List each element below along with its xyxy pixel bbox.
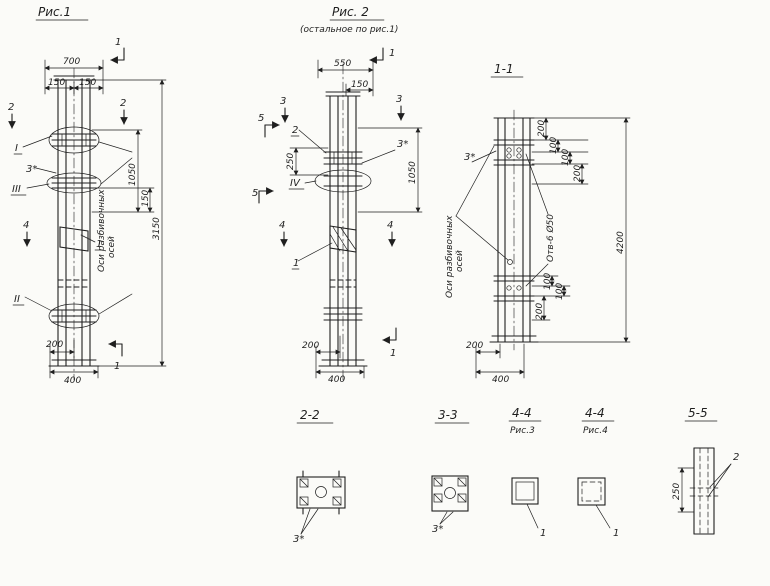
fig2-cut-4-left: 4	[279, 220, 285, 231]
sec44b-profile	[577, 477, 606, 506]
sec44a-label-1: 1	[540, 528, 546, 539]
fig1-cut-marks: 1 2 2 4 1	[8, 37, 128, 372]
sec11-axis-note-line2: осей	[455, 250, 465, 272]
fig2-subtitle: (остальное по рис.1)	[300, 25, 398, 35]
fig1-detail-oval-III	[46, 172, 102, 194]
fig2-dim-550: 550	[334, 59, 351, 69]
sec33-label-3: 3*	[432, 524, 443, 535]
sec11-axis-note-line1: Оси разбивочных	[445, 215, 455, 298]
fig1-dim-1050: 1050	[128, 163, 138, 186]
sec22-label-3: 3*	[293, 534, 304, 545]
sec11-dim-base-200: 200	[466, 341, 483, 351]
fig2-label-item2: 2	[292, 125, 298, 136]
fig1-label-III: III	[12, 184, 21, 195]
sec22-plate	[296, 476, 346, 509]
fig2-column	[318, 63, 368, 381]
fig2-label-IV: IV	[290, 178, 301, 189]
fig1-title: Рис.1	[38, 5, 71, 19]
fig2-label-3: 3*	[397, 139, 408, 150]
sec11-label-3: 3*	[464, 152, 475, 163]
section-1-1-drawing: 1-1	[445, 62, 631, 385]
fig1-cut-2-left: 2	[8, 102, 14, 113]
fig2-drawing: Рис. 2 (остальное по рис.1)	[252, 5, 423, 385]
sec11-dim-bot-200: 200	[535, 303, 545, 320]
fig1-axis-note-line2: осей	[107, 236, 117, 258]
fig2-dimensions: 550 150 250 1050 200 400	[286, 59, 423, 385]
fig2-dim-1050: 1050	[408, 161, 418, 184]
sec11-dim-bot-100b: 100	[555, 283, 565, 300]
fig1-column	[48, 67, 100, 381]
section-4-4-fig4: 4-4 Рис.4 1	[577, 406, 619, 539]
fig1-cut-2-right: 2	[120, 98, 126, 109]
fig2-cut-4-right: 4	[387, 220, 393, 231]
sec11-dim-4200: 4200	[616, 231, 626, 254]
fig1-dimensions: 700 150 150 1050 150 3150 200 40	[44, 57, 167, 386]
fig1-dim-400: 400	[64, 376, 81, 386]
section-2-2: 2-2 3*	[293, 408, 346, 545]
sec11-dim-top-100b: 100	[561, 149, 571, 166]
fig1-dim-150-right: 150	[79, 78, 96, 88]
sec55-dim-250: 250	[672, 483, 682, 500]
sec11-column	[489, 109, 539, 351]
fig1-label-3: 3*	[26, 164, 37, 175]
sec44a-subtitle: Рис.3	[510, 426, 535, 436]
sec11-holes-note: Отв-6 Ø50	[545, 214, 556, 262]
fig1-dim-3150: 3150	[152, 217, 162, 240]
fig1-label-I: I	[15, 143, 18, 154]
fig2-labels: 2 3* IV 1	[288, 125, 408, 270]
fig2-dim-250: 250	[286, 153, 296, 170]
sec44b-subtitle: Рис.4	[583, 426, 608, 436]
fig1-label-item1: 1	[96, 239, 102, 250]
fig2-label-item1: 1	[293, 258, 299, 269]
fig1-cut-1-top: 1	[115, 37, 121, 48]
sec11-dim-bot-100a: 100	[543, 273, 553, 290]
fig2-cut-5-bottom: 5	[252, 188, 258, 199]
fig2-cut-1-top: 1	[389, 48, 395, 59]
fig2-dim-400: 400	[328, 375, 345, 385]
section-4-4-fig3: 4-4 Рис.3 1	[508, 406, 546, 539]
fig2-cut-marks: 1 3 3 5 5 4 4 1	[252, 47, 405, 359]
sec11-dim-base-400: 400	[492, 375, 509, 385]
fig2-title: Рис. 2	[332, 5, 369, 19]
section-5-5: 5-5 250 2	[672, 406, 739, 535]
sec44a-title: 4-4	[512, 406, 532, 420]
sec44b-title: 4-4	[585, 406, 605, 420]
sec44a-profile	[511, 477, 539, 505]
fig1-detail-oval-I	[48, 126, 100, 154]
fig1-labels: I 3* III II 1 Оси разбивочных осей	[10, 135, 117, 312]
fig2-dim-150: 150	[351, 80, 368, 90]
fig1-label-II: II	[14, 294, 20, 305]
sec11-title: 1-1	[494, 62, 514, 76]
fig1-drawing: Рис.1	[8, 5, 167, 386]
fig1-dim-150v: 150	[141, 190, 151, 207]
fig1-dim-200: 200	[46, 340, 63, 350]
fig1-axis-note-line1: Оси разбивочных	[97, 189, 107, 272]
fig2-cut-3-right: 3	[396, 94, 402, 105]
sec22-title: 2-2	[300, 408, 320, 422]
sec55-label-2: 2	[733, 452, 739, 463]
fig1-dim-150-left: 150	[48, 78, 65, 88]
sec44b-label-1: 1	[613, 528, 619, 539]
fig2-dim-200: 200	[302, 341, 319, 351]
fig1-dim-700: 700	[63, 57, 80, 67]
fig2-cut-1-bottom: 1	[390, 348, 396, 359]
sec11-dimensions: 200 100 100 200 4200 100 100 200 200	[466, 117, 631, 385]
fig2-cut-5-top: 5	[258, 113, 264, 124]
sec55-title: 5-5	[688, 406, 708, 420]
sec11-dim-top-100a: 100	[549, 137, 559, 154]
fig1-detail-oval-II	[48, 303, 100, 329]
sec11-dim-top-200b: 200	[573, 165, 583, 182]
fig2-cut-3-left: 3	[280, 96, 286, 107]
fig1-cut-1-bottom: 1	[114, 361, 120, 372]
sec11-dim-top-200a: 200	[537, 120, 547, 137]
sec33-plate	[431, 475, 469, 512]
section-3-3: 3-3 3*	[431, 408, 470, 535]
fig1-cut-4: 4	[23, 220, 29, 231]
sec33-title: 3-3	[438, 408, 458, 422]
sec11-labels: 3* Оси разбивочных осей Отв-6 Ø50	[445, 145, 556, 298]
